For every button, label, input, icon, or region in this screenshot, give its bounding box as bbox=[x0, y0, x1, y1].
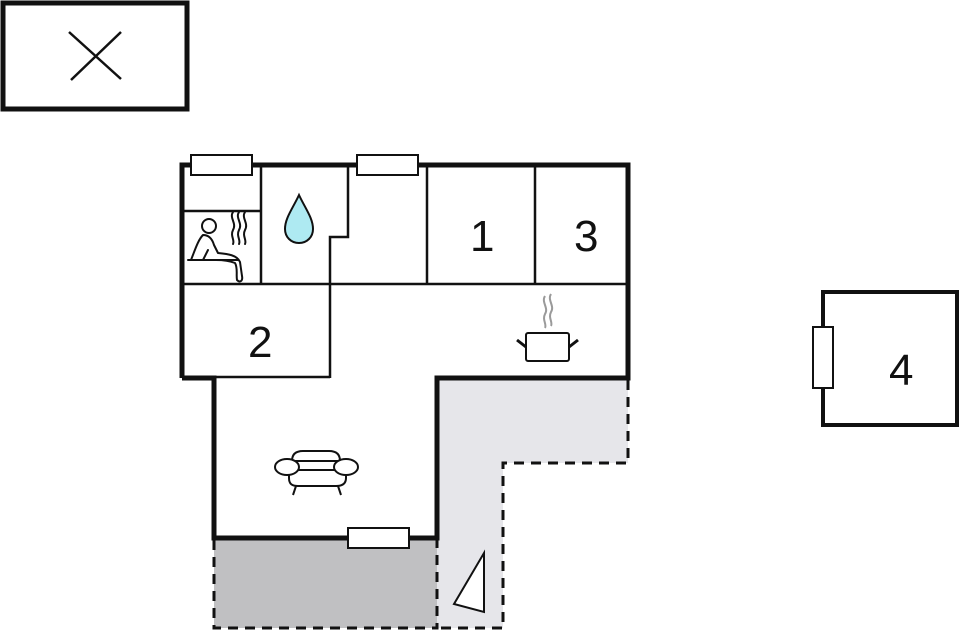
windows bbox=[190, 154, 834, 549]
armchair-icon bbox=[274, 450, 359, 496]
cooking-pot-icon bbox=[516, 293, 579, 362]
annex-room-4: 4 bbox=[812, 290, 959, 427]
room-label-4: 4 bbox=[889, 346, 913, 395]
terrace-covered bbox=[212, 538, 439, 630]
interior-walls bbox=[184, 167, 626, 379]
window-sauna bbox=[190, 154, 253, 176]
room-label-2: 2 bbox=[248, 318, 272, 367]
window-living bbox=[347, 527, 410, 549]
cross-box bbox=[0, 0, 190, 112]
sauna-icon bbox=[187, 211, 248, 283]
room-label-3: 3 bbox=[574, 212, 598, 261]
exterior-walls bbox=[179, 162, 631, 541]
water-drop-icon bbox=[283, 192, 315, 245]
window-hallway bbox=[356, 154, 419, 176]
cross-icon bbox=[68, 31, 122, 81]
room-label-1: 1 bbox=[470, 212, 494, 261]
sun-triangle-icon bbox=[452, 549, 485, 614]
